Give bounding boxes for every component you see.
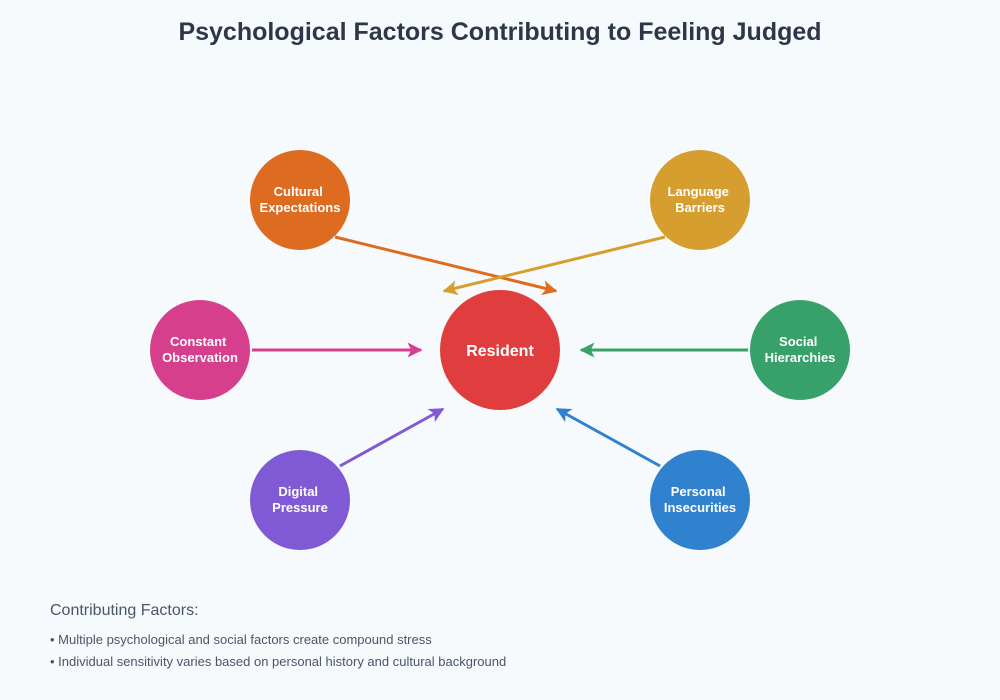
- node-label: Resident: [466, 343, 534, 360]
- notes-bullet: • Multiple psychological and social fact…: [50, 632, 432, 647]
- node-social-hierarchies: Social Hierarchies: [750, 300, 850, 400]
- node-circle: [750, 300, 850, 400]
- node-constant-observation: Constant Observation: [150, 300, 250, 400]
- notes-section: Contributing Factors: • Multiple psychol…: [50, 602, 506, 676]
- node-label: Social Hierarchies: [765, 334, 836, 365]
- node-circle: [650, 150, 750, 250]
- notes-heading: Contributing Factors:: [50, 602, 199, 619]
- node-circle: [650, 450, 750, 550]
- edge-cultural-expectations-to-resident: [334, 235, 558, 296]
- node-circle: [150, 300, 250, 400]
- node-label: Digital Pressure: [272, 484, 328, 515]
- edge-personal-insecurities-to-resident: [555, 407, 661, 468]
- node-label: Cultural Expectations: [260, 184, 341, 215]
- node-personal-insecurities: Personal Insecurities: [650, 450, 750, 550]
- node-circle: [250, 450, 350, 550]
- node-cultural-expectations: Cultural Expectations: [250, 150, 350, 250]
- node-label: Language Barriers: [667, 184, 732, 215]
- notes-bullet: • Individual sensitivity varies based on…: [50, 654, 507, 669]
- node-language-barriers: Language Barriers: [650, 150, 750, 250]
- node-resident: Resident: [440, 290, 560, 410]
- edge-language-barriers-to-resident: [442, 235, 666, 296]
- node-digital-pressure: Digital Pressure: [250, 450, 350, 550]
- node-circle: [250, 150, 350, 250]
- node-label: Constant Observation: [162, 334, 238, 365]
- node-label: Personal Insecurities: [664, 484, 736, 515]
- node-circle: [440, 290, 560, 410]
- page-title: Psychological Factors Contributing to Fe…: [178, 18, 821, 46]
- edge-digital-pressure-to-resident: [339, 407, 445, 468]
